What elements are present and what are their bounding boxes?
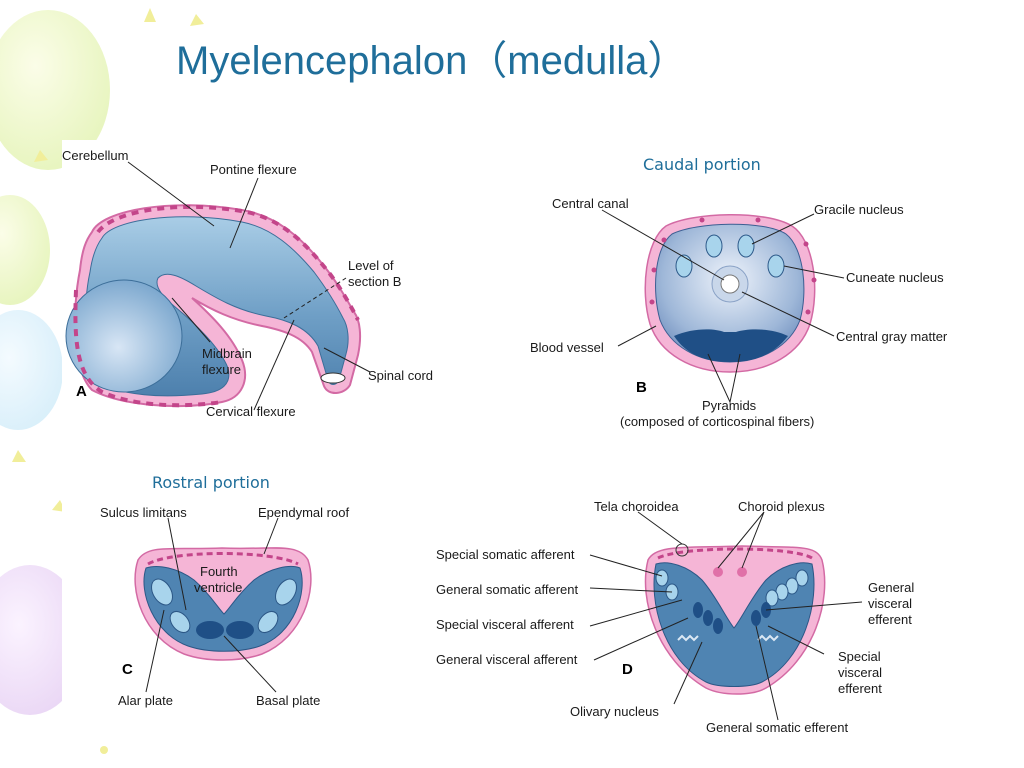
label-central-gray: Central gray matter: [836, 329, 948, 344]
panel-c-letter: C: [122, 661, 133, 678]
spinal-canal: [320, 372, 346, 384]
label-general-visceral-efferent-2: visceral: [868, 596, 912, 611]
label-general-visceral-afferent: General visceral afferent: [436, 652, 578, 667]
panel-c: Rostral portion Sulcus limitans Ependyma…: [100, 473, 349, 708]
ependymal-roof: [147, 552, 299, 566]
label-level-of: Level of: [348, 258, 394, 273]
cuneate-nucleus-right: [767, 254, 785, 278]
label-general-somatic-afferent: General somatic afferent: [436, 582, 578, 597]
label-special-visceral-efferent-2: visceral: [838, 665, 882, 680]
label-pontine-flexure: Pontine flexure: [210, 162, 297, 177]
label-special-somatic-afferent: Special somatic afferent: [436, 547, 575, 562]
label-midbrain: Midbrain: [202, 346, 252, 361]
blue-balloon-decoration: [0, 310, 63, 430]
label-sulcus-limitans: Sulcus limitans: [100, 505, 187, 520]
panel-d: Tela choroidea Choroid plexus Special so…: [436, 499, 914, 735]
cerebellum-bulge: [65, 279, 183, 393]
dorsal-nuclei: [675, 234, 785, 278]
gracile-nucleus-right: [737, 234, 755, 258]
green-balloon-decoration: [0, 10, 110, 305]
label-pyramids-note: (composed of corticospinal fibers): [620, 414, 814, 429]
label-cerebellum: Cerebellum: [62, 148, 128, 163]
blood-vessel-dots: [73, 204, 360, 408]
label-general-somatic-efferent: General somatic efferent: [706, 720, 848, 735]
label-olivary-nucleus: Olivary nucleus: [570, 704, 659, 719]
medulla-figure: Cerebellum Pontine flexure Level of sect…: [62, 140, 968, 740]
label-section-b: section B: [348, 274, 401, 289]
gracile-nucleus-left: [705, 234, 723, 258]
label-gracile-nucleus: Gracile nucleus: [814, 202, 904, 217]
label-cuneate-nucleus: Cuneate nucleus: [846, 270, 944, 285]
panel-d-letter: D: [622, 661, 633, 678]
label-blood-vessel: Blood vessel: [530, 340, 604, 355]
caption-caudal: Caudal portion: [643, 155, 761, 174]
label-general-visceral-efferent-3: efferent: [868, 612, 912, 627]
panel-a: Cerebellum Pontine flexure Level of sect…: [62, 148, 433, 419]
olivary-nucleus: [677, 634, 779, 642]
label-special-visceral-afferent: Special visceral afferent: [436, 617, 574, 632]
efferent-nuclei: [693, 602, 771, 634]
label-basal-plate: Basal plate: [256, 693, 320, 708]
caudal-vessel-dots: [649, 217, 817, 315]
choroid-plexus: [713, 567, 747, 577]
label-central-canal: Central canal: [552, 196, 629, 211]
cuneate-nucleus-left: [675, 254, 693, 278]
panel-b-letter: B: [636, 379, 647, 396]
caption-rostral: Rostral portion: [152, 473, 270, 492]
label-spinal-cord: Spinal cord: [368, 368, 433, 383]
slide-title: Myelencephalon（medulla）: [176, 39, 688, 83]
label-cervical-flexure: Cervical flexure: [206, 404, 296, 419]
tela-choroidea: [657, 547, 813, 560]
basal-plate-nuclei: [196, 621, 254, 639]
label-pyramids: Pyramids: [702, 398, 757, 413]
afferent-nuclei: [655, 569, 809, 607]
label-fourth: Fourth: [200, 564, 238, 579]
label-alar-plate: Alar plate: [118, 693, 173, 708]
label-midbrain-flexure: flexure: [202, 362, 241, 377]
label-ependymal-roof: Ependymal roof: [258, 505, 349, 520]
panel-a-letter: A: [76, 383, 87, 400]
alar-plate-nuclei: [151, 578, 297, 634]
label-general-visceral-efferent-1: General: [868, 580, 914, 595]
label-special-visceral-efferent-1: Special: [838, 649, 881, 664]
panel-b: Caudal portion Central canal Gracile nuc…: [530, 155, 948, 429]
label-choroid-plexus: Choroid plexus: [738, 499, 825, 514]
label-tela-choroidea: Tela choroidea: [594, 499, 679, 514]
pyramids: [674, 329, 788, 362]
label-special-visceral-efferent-3: efferent: [838, 681, 882, 696]
label-ventricle: ventricle: [194, 580, 242, 595]
central-canal: [720, 274, 740, 294]
